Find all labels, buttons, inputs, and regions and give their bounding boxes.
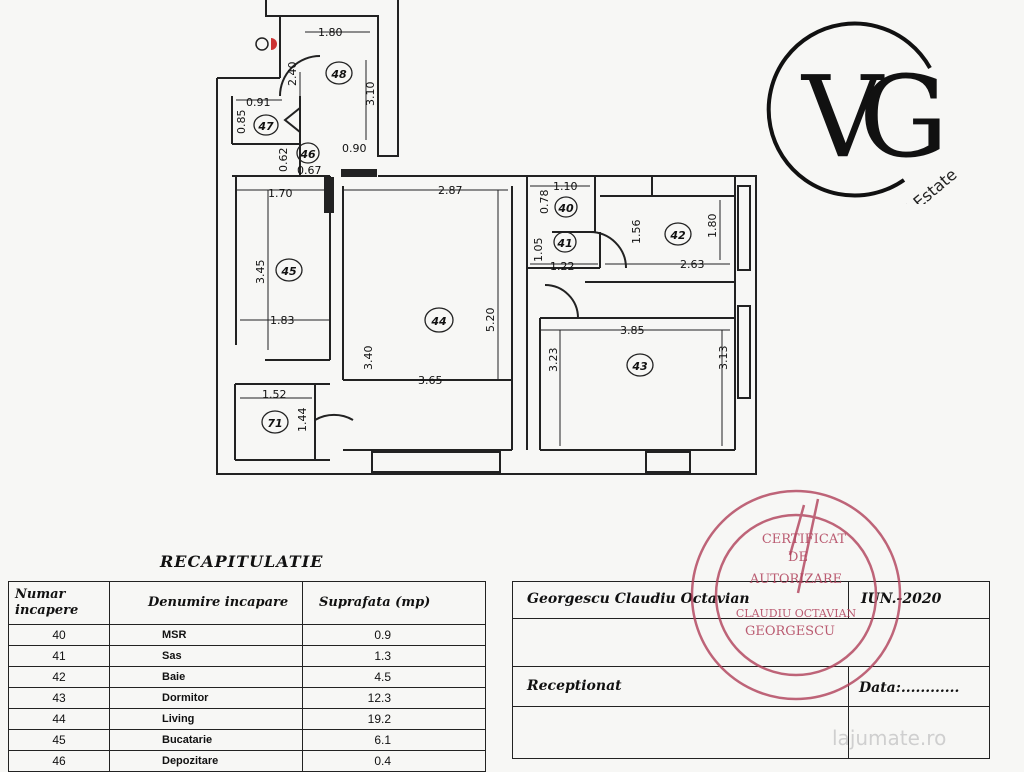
room-name-cell: MSR (109, 624, 303, 646)
dimension-label: 3.65 (418, 374, 443, 387)
table-row: 41 Sas 1.3 (8, 645, 486, 667)
room-number: 71 (267, 417, 282, 430)
stamp-line: CLAUDIU OCTAVIAN (736, 607, 857, 620)
dimension-label: 3.45 (254, 260, 267, 285)
company-logo: VG Real Estate (764, 14, 964, 237)
signature-row-blank (513, 618, 989, 667)
dimension-label: 0.85 (235, 110, 248, 135)
dimension-label: 1.56 (630, 220, 643, 245)
signature-divider (848, 582, 850, 618)
dimension-label: 1.80 (706, 214, 719, 239)
room-number: 44 (430, 315, 446, 328)
area-cell: 4.5 (302, 666, 486, 688)
table-row: 42 Baie 4.5 (8, 666, 486, 688)
certification-stamp: CERTIFICAT DE AUTORIZARE CLAUDIU OCTAVIA… (686, 485, 906, 705)
table-row: 44 Living 19.2 (8, 708, 486, 730)
room-number: 41 (556, 237, 572, 250)
dimension-label: 1.44 (296, 408, 309, 433)
room-number-cell: 40 (8, 624, 110, 646)
area-cell: 0.4 (302, 750, 486, 772)
signature-divider (848, 666, 850, 758)
room-name-cell: Sas (109, 645, 303, 667)
dimension-label: 0.67 (297, 164, 322, 177)
room-number-cell: 46 (8, 750, 110, 772)
signature-row-author (513, 582, 989, 619)
dimension-label: 0.62 (277, 148, 290, 173)
room-name-cell: Bucatarie (109, 729, 303, 751)
dimension-label: 2.87 (438, 184, 463, 197)
dimension-label: 2.63 (680, 258, 705, 271)
stamp-line: CERTIFICAT (762, 532, 847, 547)
dimension-label: 1.10 (553, 180, 578, 193)
dimension-label: 5.20 (484, 308, 497, 333)
signature-row-received (513, 666, 989, 707)
dimension-label: 3.13 (717, 346, 730, 371)
dimension-label: 0.91 (246, 96, 271, 109)
stamp-line: AUTORIZARE (749, 572, 842, 587)
room-number-cell: 42 (8, 666, 110, 688)
area-cell: 1.3 (302, 645, 486, 667)
logo-monogram: VG (800, 53, 940, 183)
room-number: 47 (257, 120, 274, 133)
table-row: 45 Bucatarie 6.1 (8, 729, 486, 751)
room-number-cell: 44 (8, 708, 110, 730)
area-cell: 19.2 (302, 708, 486, 730)
room-number-cell: 43 (8, 687, 110, 709)
date-label: Data:............ (859, 680, 960, 696)
room-number: 48 (330, 68, 347, 81)
area-cell: 0.9 (302, 624, 486, 646)
dimension-label: 1.70 (268, 187, 293, 200)
stove-icon (255, 37, 269, 51)
dimension-label: 1.05 (532, 238, 545, 263)
room-name-cell: Dormitor (109, 687, 303, 709)
room-number-cell: 45 (8, 729, 110, 751)
table-header-row: Numar incapere Denumire incapare Suprafa… (8, 581, 486, 625)
room-name-cell: Living (109, 708, 303, 730)
dimension-label: 3.10 (364, 82, 377, 107)
recap-table: Numar incapere Denumire incapare Suprafa… (8, 581, 486, 772)
recap-title: RECAPITULATIE (160, 552, 324, 571)
header-room-number: Numar incapere (8, 581, 110, 625)
area-cell: 12.3 (302, 687, 486, 709)
dimension-label: 1.80 (318, 26, 343, 39)
room-number: 43 (631, 360, 648, 373)
received-label: Receptionat (527, 678, 622, 694)
room-number-cell: 41 (8, 645, 110, 667)
room-number: 46 (299, 148, 316, 161)
area-cell: 6.1 (302, 729, 486, 751)
dimension-label: 1.52 (262, 388, 287, 401)
dimension-label: 1.83 (270, 314, 295, 327)
dimension-label: 3.23 (547, 348, 560, 373)
room-name-cell: Depozitare (109, 750, 303, 772)
dimension-label: 3.85 (620, 324, 645, 337)
room-name-cell: Baie (109, 666, 303, 688)
site-watermark: lajumate.ro (832, 726, 947, 750)
table-row: 46 Depozitare 0.4 (8, 750, 486, 772)
room-number: 40 (557, 202, 574, 215)
dimension-label: 0.90 (342, 142, 367, 155)
dimension-label: 3.40 (362, 346, 375, 371)
dimension-label: 0.78 (538, 190, 551, 215)
stamp-line: GEORGESCU (745, 624, 835, 639)
room-number: 42 (669, 229, 686, 242)
table-row: 40 MSR 0.9 (8, 624, 486, 646)
dimension-label: 1.22 (550, 260, 575, 273)
header-room-name: Denumire incapare (109, 581, 303, 625)
header-area: Suprafata (mp) (302, 581, 486, 625)
dimension-label: 2.40 (286, 62, 299, 87)
stamp-line: DE (788, 550, 808, 565)
room-number: 45 (280, 265, 297, 278)
author-name: Georgescu Claudiu Octavian (527, 591, 750, 607)
table-row: 43 Dormitor 12.3 (8, 687, 486, 709)
